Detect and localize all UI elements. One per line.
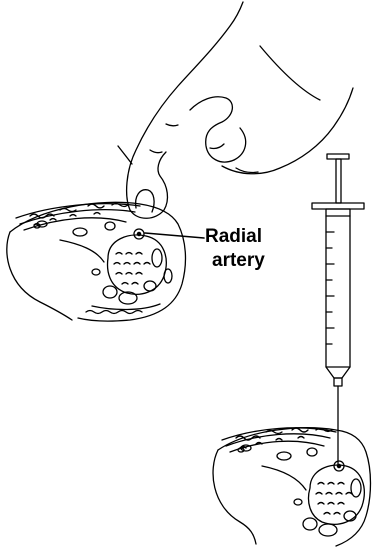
radial-artery-label-line1: Radial bbox=[205, 226, 262, 248]
syringe-icon bbox=[312, 154, 364, 466]
callout-leader-line bbox=[145, 233, 204, 238]
radial-artery-label-line2: artery bbox=[212, 250, 265, 272]
wrist-cross-section-top bbox=[7, 202, 186, 321]
wrist-cross-section-bottom bbox=[213, 428, 370, 546]
palpating-finger-icon bbox=[118, 2, 353, 218]
